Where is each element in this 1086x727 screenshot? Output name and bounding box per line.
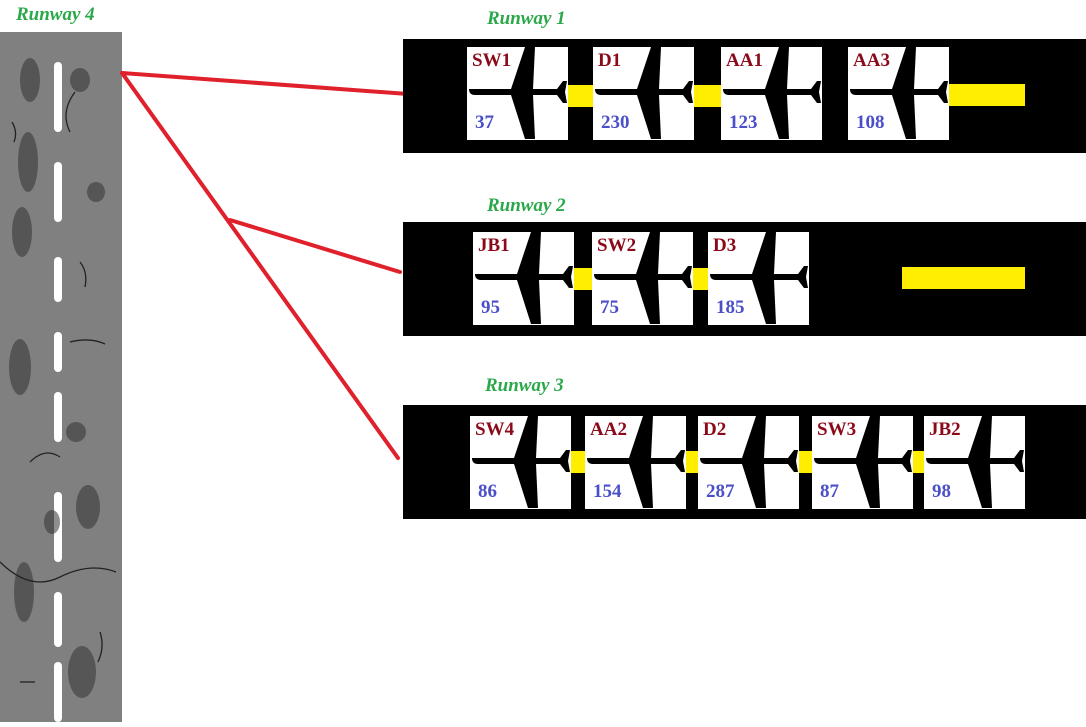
plane-value: 86 [478,481,497,502]
runway-2-yellow-bar [902,267,1025,289]
plane-code: AA2 [590,419,627,440]
plane-card: SW1 37 [467,47,568,140]
airplane-icon [472,416,570,508]
runway-4-strip [0,32,122,722]
runway-2-link [691,268,709,290]
runway-1-title: Runway 1 [487,8,566,29]
runway-3-strip: SW4 86 AA2 154 D2 287 SW3 87 JB2 98 [403,405,1086,519]
plane-card: D2 287 [698,416,799,509]
plane-card: AA1 123 [721,47,822,140]
plane-value: 37 [475,112,494,133]
runway-2-strip: JB1 95 SW2 75 D3 185 [403,222,1086,336]
plane-code: SW3 [817,419,857,440]
plane-code: SW4 [475,419,515,440]
plane-card: JB1 95 [473,232,574,325]
plane-value: 230 [601,112,630,133]
runway-3-link [797,451,813,473]
plane-value: 154 [593,481,622,502]
plane-card: SW3 87 [812,416,913,509]
plane-value: 98 [932,481,951,502]
runway-3-title: Runway 3 [485,375,564,396]
plane-code: D2 [703,419,727,440]
plane-code: AA3 [853,50,890,71]
airplane-icon [594,232,692,324]
plane-value: 185 [716,297,745,318]
airplane-icon [595,47,693,139]
plane-value: 108 [856,112,885,133]
plane-card: SW4 86 [470,416,571,509]
airplane-icon [710,232,808,324]
plane-card: AA3 108 [848,47,949,140]
plane-code: AA1 [726,50,763,71]
plane-value: 87 [820,481,839,502]
runway-3-link [911,451,925,473]
airplane-icon [814,416,912,508]
airplane-icon [723,47,821,139]
plane-card: AA2 154 [585,416,686,509]
plane-value: 287 [706,481,735,502]
runway-3-link [570,451,586,473]
airplane-icon [700,416,798,508]
plane-code: D1 [598,50,622,71]
plane-value: 95 [481,297,500,318]
airplane-icon [475,232,573,324]
plane-card: D3 185 [708,232,809,325]
airplane-icon [850,47,948,139]
plane-code: SW2 [597,235,637,256]
runway-1-strip: SW1 37 D1 230 AA1 123 AA3 108 [403,39,1086,153]
plane-card: D1 230 [593,47,694,140]
airplane-icon [469,47,567,139]
plane-code: JB2 [929,419,961,440]
plane-code: SW1 [472,50,512,71]
plane-code: JB1 [478,235,510,256]
plane-code: D3 [713,235,737,256]
runway-2-link [573,268,593,290]
airplane-icon [587,416,685,508]
plane-card: SW2 75 [592,232,693,325]
runway-1-link [568,85,595,107]
runway-1-yellow-bar [949,84,1025,106]
runway-1-link [694,85,722,107]
runway-3-link [686,451,700,473]
runway-4-markings [0,58,117,722]
plane-value: 75 [600,297,619,318]
airplane-icon [926,416,1024,508]
runway-2-title: Runway 2 [487,195,566,216]
plane-value: 123 [729,112,758,133]
plane-card: JB2 98 [924,416,1025,509]
runway-4-title: Runway 4 [16,4,95,25]
